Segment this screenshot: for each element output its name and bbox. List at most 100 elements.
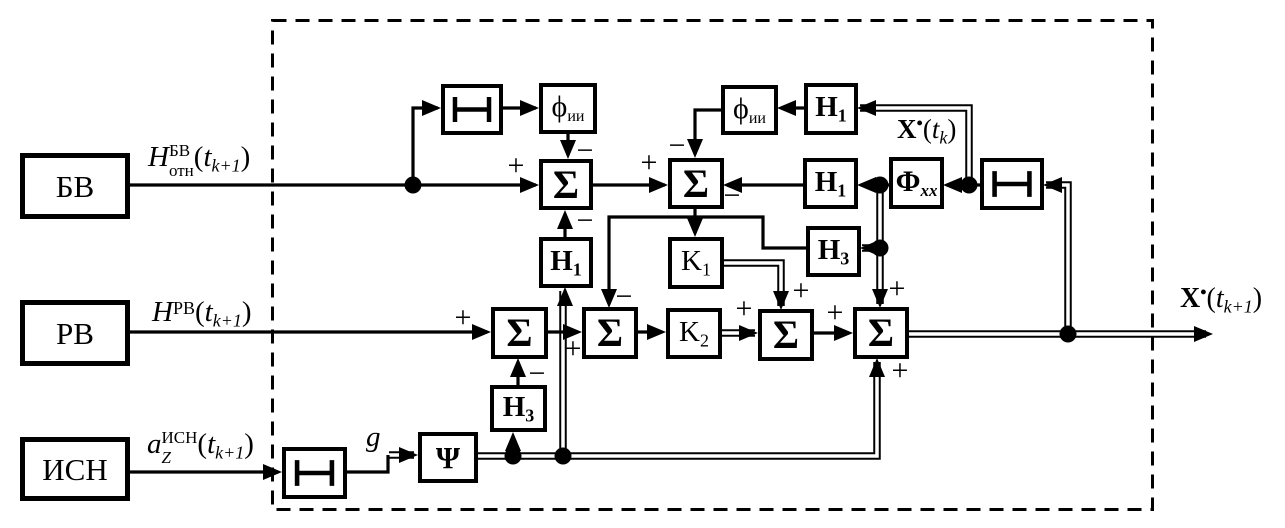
k2-block: K2: [666, 308, 722, 359]
sigma-label: Σ: [772, 312, 800, 357]
h1-block-top: H1: [804, 83, 858, 135]
rv-signal-sup: РВ: [172, 298, 195, 319]
rv-source-block: РВ: [20, 300, 130, 366]
rv-label: РВ: [56, 315, 94, 351]
h3-label: H: [817, 233, 841, 266]
sign-sum2-left: +: [640, 146, 658, 179]
h3-sub: 3: [840, 248, 850, 269]
phi-label: ϕ: [551, 90, 568, 124]
bv-source-block: БВ: [20, 153, 130, 219]
sign-sum5-top: +: [792, 274, 810, 307]
xk1-label: X•(tk+1): [1180, 283, 1262, 315]
rv-signal-base: H: [152, 296, 173, 328]
sign-sum1-bottom: −: [576, 204, 594, 237]
xk-label: X•(tk): [897, 114, 956, 146]
summator-1: Σ: [539, 159, 593, 210]
summator-3: Σ: [491, 307, 548, 359]
bv-signal-sup: БВ: [168, 141, 191, 160]
k1-label: K: [681, 245, 702, 278]
junction-dots: [404, 176, 1077, 465]
sign-sum4-left: +: [564, 332, 582, 365]
isn-label: ИСН: [42, 451, 108, 487]
phi-label: ϕ: [733, 91, 749, 125]
bv-signal-base: H: [148, 141, 169, 173]
delay-icon: [992, 171, 1032, 197]
h3-block-upper: H3: [806, 226, 861, 277]
summator-6: Σ: [853, 307, 909, 359]
tvar: t: [203, 141, 212, 173]
sign-sum2-right: −: [723, 179, 741, 212]
h1-label: H: [550, 244, 573, 277]
isn-signal-base: a: [147, 428, 162, 460]
tvar: t: [204, 296, 213, 328]
paren: (: [922, 114, 932, 144]
summator-2: Σ: [668, 158, 724, 209]
psi-label: Ψ: [435, 440, 461, 475]
sigma-label: Σ: [506, 310, 533, 355]
x-base: X: [897, 114, 917, 144]
sign-sum3-bottom: −: [528, 357, 546, 390]
tsub: k+1: [1223, 296, 1253, 317]
bv-signal-sub: отн: [168, 161, 194, 181]
paren: ): [240, 141, 251, 173]
paren: (: [194, 296, 205, 328]
sign-sum6-bottom: +: [891, 354, 909, 387]
sign-sum3-left: +: [454, 301, 472, 334]
sigma-label: Σ: [596, 310, 624, 355]
h1-block-mid: H1: [803, 158, 858, 209]
h1-sub: 1: [572, 259, 582, 280]
paren: ): [244, 428, 254, 460]
tvar: t: [207, 428, 216, 460]
delay-block-2: [980, 158, 1044, 210]
tvar: t: [931, 114, 940, 144]
phi-ii-block-1: ϕии: [539, 83, 597, 134]
paren: ): [1252, 283, 1263, 314]
paren: (: [193, 141, 204, 173]
h3-label: H: [502, 390, 526, 423]
sign-sum2-top: −: [668, 129, 686, 162]
h3-sub: 3: [525, 405, 535, 426]
h1-sub: 1: [837, 105, 847, 126]
paren: ): [947, 114, 957, 144]
sign-sum1-top: −: [576, 134, 594, 167]
arrowheads: [263, 100, 1213, 480]
h3-block-lower: H3: [490, 385, 547, 432]
sign-sum6-top: +: [888, 272, 906, 305]
paren: ): [241, 296, 252, 328]
k1-block: K1: [668, 237, 724, 289]
x-dot: •: [1200, 282, 1207, 302]
delay-block-1: [441, 84, 503, 135]
sign-sum5-left: +: [735, 292, 753, 325]
tsub: k+1: [211, 155, 241, 176]
phi-xx-sub: xx: [920, 181, 938, 201]
summator-4: Σ: [582, 307, 638, 359]
phi-xx-label: Φ: [895, 164, 921, 198]
k2-sub: 2: [699, 330, 709, 351]
isn-source-block: ИСН: [20, 437, 130, 501]
h1-block-low: H1: [539, 237, 593, 288]
h1-label: H: [815, 91, 838, 124]
psi-block: Ψ: [418, 432, 478, 483]
h1-label: H: [814, 165, 838, 198]
sigma-label: Σ: [867, 310, 895, 355]
dashed-boundary: [271, 19, 1154, 511]
sigma-label: Σ: [682, 160, 710, 206]
k1-sub: 1: [701, 259, 711, 280]
paren: (: [197, 428, 208, 460]
tvar: t: [1215, 283, 1224, 314]
bv-label: БВ: [55, 168, 95, 204]
sign-sum6-left: +: [826, 296, 844, 329]
sigma-label: Σ: [552, 161, 580, 207]
phi-xx-block: Φxx: [889, 157, 944, 209]
g-text: g: [366, 421, 381, 453]
sign-sum4-top: −: [615, 280, 633, 313]
tsub: k: [939, 127, 948, 148]
phi-sub: ии: [748, 109, 766, 127]
phi-sub: ии: [567, 107, 585, 125]
rv-signal-label: HРВ(tk+1): [152, 296, 252, 330]
